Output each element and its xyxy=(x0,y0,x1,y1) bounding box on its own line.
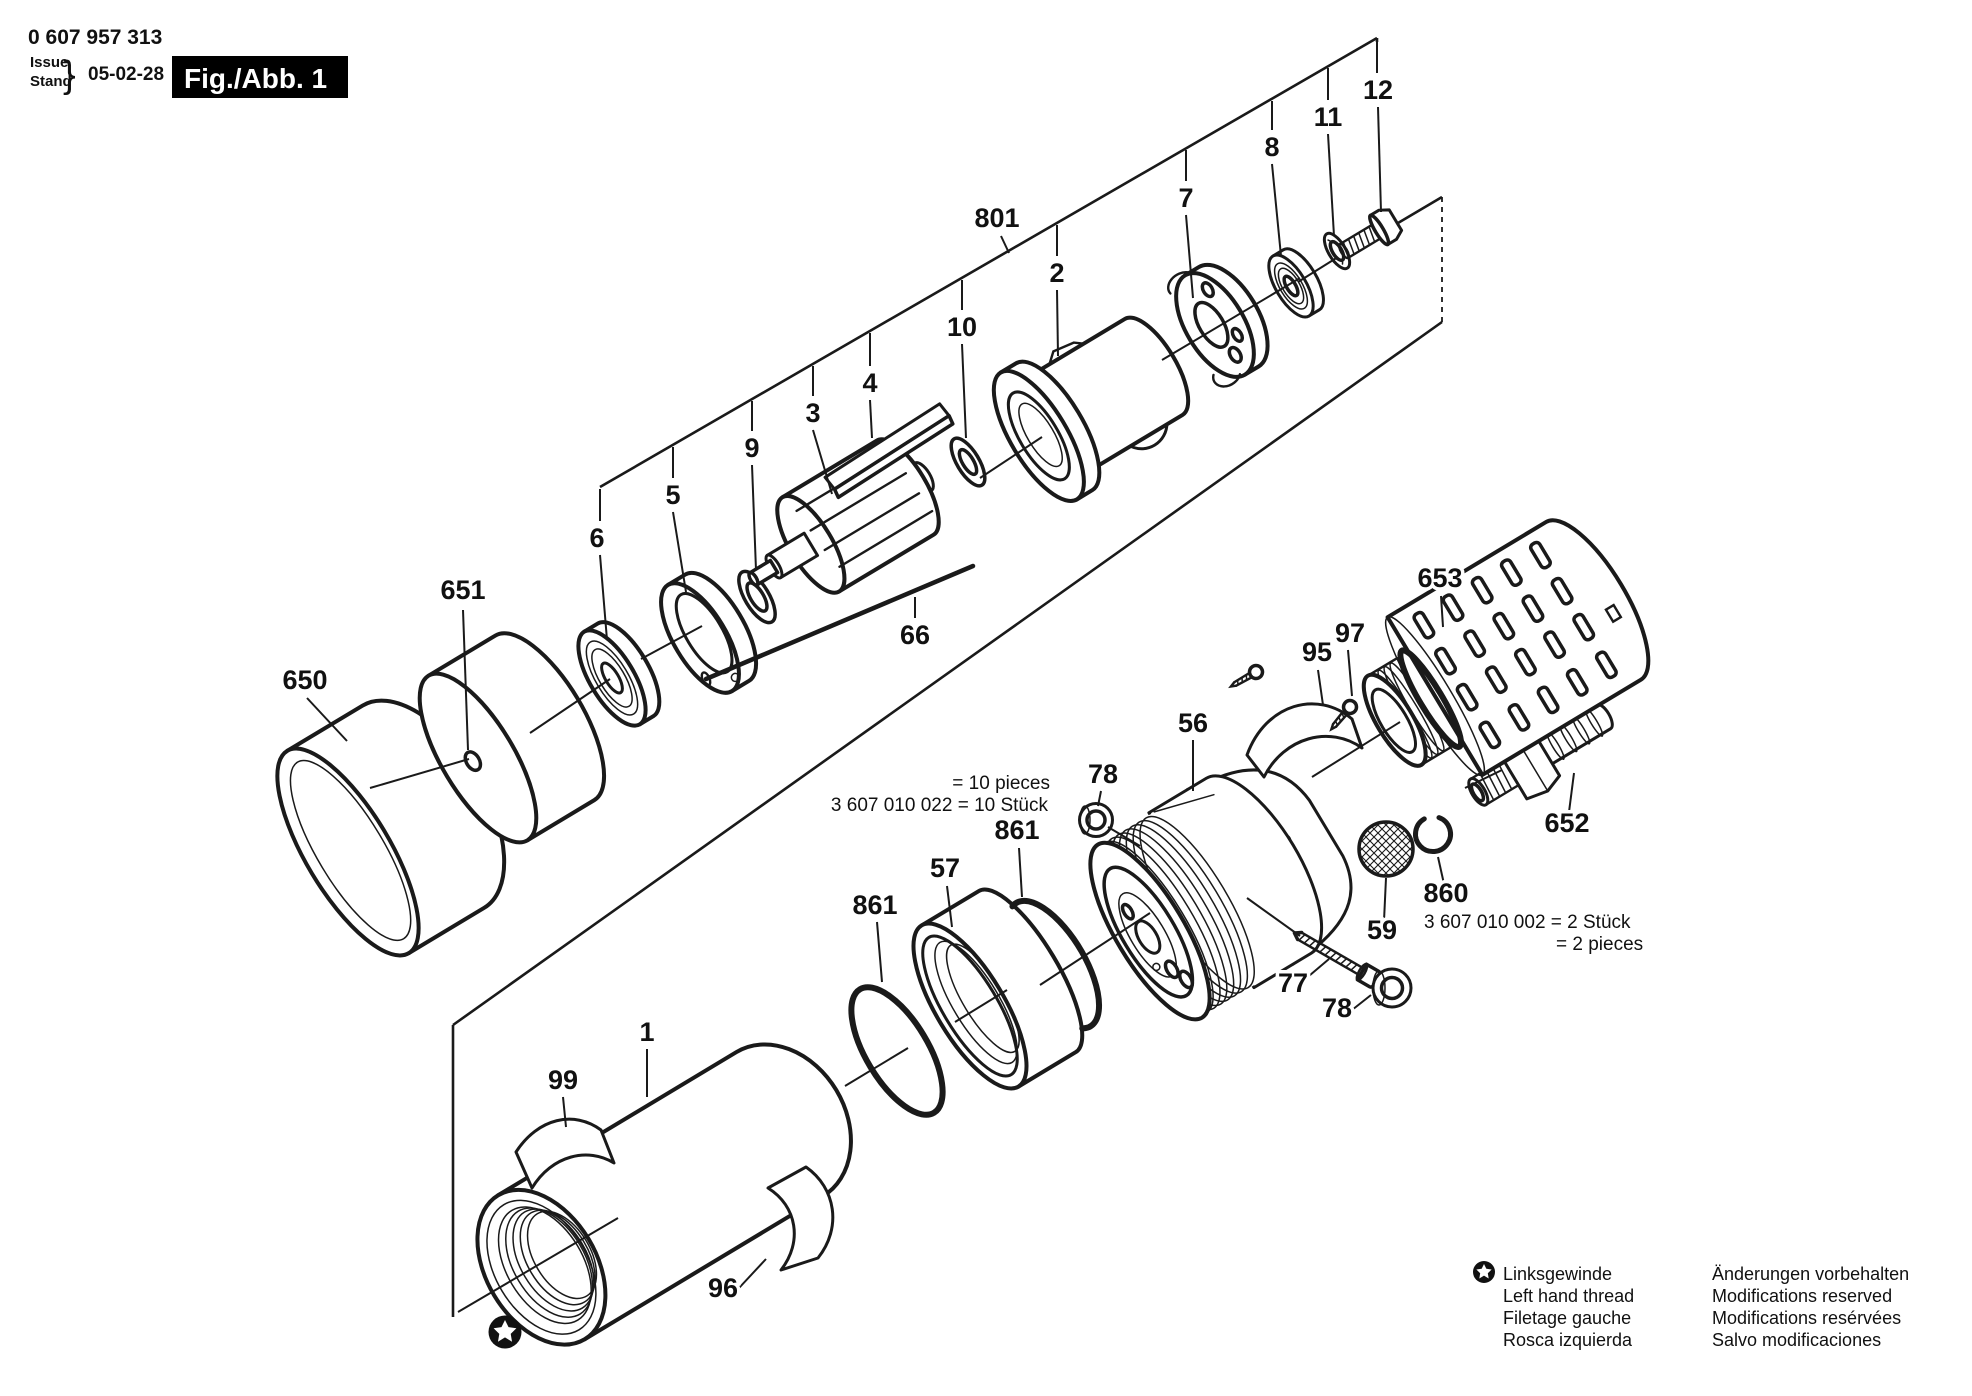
part-label-4: 4 xyxy=(862,368,877,398)
document-number: 0 607 957 313 xyxy=(28,26,162,49)
part-label-10: 10 xyxy=(947,312,977,342)
legend: Linksgewinde Left hand thread Filetage g… xyxy=(1473,1261,1909,1350)
part-66-shaft xyxy=(700,563,976,687)
figure-label: Fig./Abb. 1 xyxy=(184,63,327,94)
assembly-frame-lines xyxy=(451,36,1443,1317)
legend-left-thread-de: Linksgewinde xyxy=(1503,1264,1612,1284)
muffler-seal-ring xyxy=(1397,647,1465,750)
note-10-pieces-en: = 10 pieces xyxy=(952,773,1050,794)
part-label-12: 12 xyxy=(1363,75,1393,105)
part-7-end-plate xyxy=(1167,262,1270,388)
part-label-2: 2 xyxy=(1049,258,1064,288)
issue-label: Issue xyxy=(30,54,68,71)
part-label-5: 5 xyxy=(665,480,680,510)
figure-label-box xyxy=(172,56,348,98)
part-label-652: 652 xyxy=(1544,808,1589,838)
part-78-cap-lower xyxy=(1371,967,1413,1009)
part-number-labels: 801 2 7 8 11 12 10 4 3 9 5 6 651 650 66 … xyxy=(279,72,1593,1307)
part-label-78-lower: 78 xyxy=(1322,993,1352,1023)
part-97-screw-left xyxy=(1228,663,1265,689)
part-label-8: 8 xyxy=(1264,132,1279,162)
issue-date: 05-02-28 xyxy=(88,64,164,85)
left-hand-thread-star-icon xyxy=(488,1315,522,1349)
part-56-motor-unit xyxy=(1088,768,1353,1022)
part-label-1: 1 xyxy=(639,1017,654,1047)
part-4-vane xyxy=(823,402,955,500)
part-8-bearing xyxy=(1267,247,1325,319)
legend-modifications-es: Salvo modificaciones xyxy=(1712,1330,1881,1350)
part-653-muffler xyxy=(1361,518,1651,777)
part-12-bolt xyxy=(1337,208,1404,260)
part-9-washer xyxy=(737,569,777,625)
brace-glyph: } xyxy=(63,54,76,96)
part-label-7: 7 xyxy=(1178,183,1193,213)
axis-lines xyxy=(369,256,1503,1313)
part-label-9: 9 xyxy=(744,433,759,463)
part-label-650: 650 xyxy=(282,665,327,695)
order-notes: = 10 pieces 3 607 010 022 = 10 Stück 3 6… xyxy=(831,773,1643,955)
part-label-860: 860 xyxy=(1423,878,1468,908)
part-95-strap xyxy=(1245,702,1364,779)
header: 0 607 957 313 Issue Stand } 05-02-28 Fig… xyxy=(28,26,348,98)
part-label-96: 96 xyxy=(708,1273,738,1303)
note-2-pieces-de: 3 607 010 002 = 2 Stück xyxy=(1424,912,1631,933)
part-label-56: 56 xyxy=(1178,708,1208,738)
part-57-sleeve xyxy=(911,887,1085,1091)
part-label-6: 6 xyxy=(589,523,604,553)
part-6-bearing xyxy=(576,620,662,728)
part-label-59: 59 xyxy=(1367,915,1397,945)
part-96-clip xyxy=(766,1165,835,1272)
part-label-653: 653 xyxy=(1417,563,1462,593)
part-2-cylinder xyxy=(991,315,1191,503)
part-label-651: 651 xyxy=(440,575,485,605)
part-label-861-right: 861 xyxy=(994,815,1039,845)
muffler-slots xyxy=(1412,540,1618,750)
part-label-66: 66 xyxy=(900,620,930,650)
part-label-97: 97 xyxy=(1335,618,1365,648)
label-leader-lines xyxy=(306,42,1575,1289)
part-651-muffler-insert xyxy=(417,631,607,845)
part-label-11: 11 xyxy=(1314,102,1343,132)
part-861-o-ring-right xyxy=(1009,897,1103,1032)
note-2-pieces-en: = 2 pieces xyxy=(1556,934,1643,955)
part-label-57: 57 xyxy=(930,853,960,883)
part-label-99: 99 xyxy=(548,1065,578,1095)
part-label-3: 3 xyxy=(805,398,820,428)
part-99-clip xyxy=(514,1117,616,1190)
part-59-mesh-screen xyxy=(1357,820,1415,878)
legend-left-thread-fr: Filetage gauche xyxy=(1503,1308,1631,1328)
part-860-o-ring xyxy=(1413,815,1453,854)
part-label-861-left: 861 xyxy=(852,890,897,920)
part-10-washer xyxy=(949,436,987,488)
part-label-95: 95 xyxy=(1302,637,1332,667)
note-10-pieces-de: 3 607 010 022 = 10 Stück xyxy=(831,795,1049,816)
legend-modifications-en: Modifications reserved xyxy=(1712,1286,1892,1306)
legend-modifications-de: Änderungen vorbehalten xyxy=(1712,1264,1909,1284)
part-861-o-ring-left xyxy=(848,984,946,1118)
parts xyxy=(275,208,1651,1349)
legend-star-icon xyxy=(1473,1261,1495,1283)
legend-left-thread-en: Left hand thread xyxy=(1503,1286,1634,1306)
part-3-rotor xyxy=(747,437,941,595)
part-label-801: 801 xyxy=(974,203,1019,233)
part-78-cap-upper xyxy=(1078,802,1114,838)
part-label-77: 77 xyxy=(1278,968,1308,998)
part-label-78-upper: 78 xyxy=(1088,759,1118,789)
part-1-housing xyxy=(475,1042,853,1347)
part-97-screw-right xyxy=(1329,698,1359,732)
legend-left-thread-es: Rosca izquierda xyxy=(1503,1330,1633,1350)
part-5-ring xyxy=(659,570,759,695)
stand-label: Stand xyxy=(30,73,72,90)
legend-modifications-fr: Modifications resérvées xyxy=(1712,1308,1901,1328)
